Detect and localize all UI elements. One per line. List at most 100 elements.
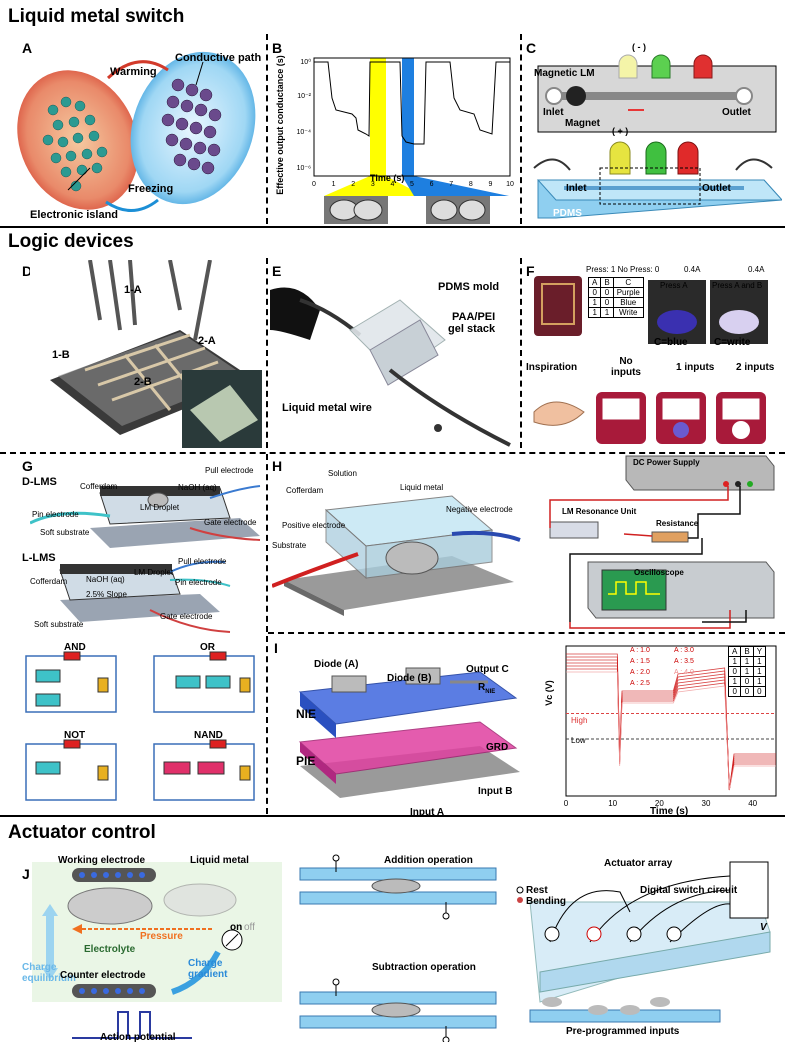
b-xlabel: Time (s): [370, 173, 405, 183]
leds-bottom: [609, 141, 699, 175]
g-cofferdam-1: Cofferdam: [80, 482, 118, 491]
g-gate-1: Gate electrode: [204, 518, 257, 527]
i-legend-2: A : 2.0: [630, 669, 650, 676]
j-subtraction: Subtraction operation: [372, 962, 476, 973]
conductance-trace: [314, 61, 510, 145]
panel-h-device: [272, 495, 521, 616]
svg-text:9: 9: [488, 181, 492, 188]
h-lm-resonance: LM Resonance Unit: [562, 507, 637, 516]
j-bending: Bending: [526, 896, 566, 907]
h-dc-power: DC Power Supply: [633, 458, 700, 467]
c-pdms-label: PDMS: [553, 208, 582, 219]
g-pin-1: Pin electrode: [32, 510, 79, 519]
f-devices-row: [596, 392, 766, 444]
panel-d-label: D: [22, 263, 33, 279]
f-press-a: Press A: [660, 281, 688, 290]
panel-a-label: A: [22, 40, 33, 56]
j-v: V: [760, 922, 767, 933]
f-1-inputs: 1 inputs: [676, 362, 715, 373]
panel-e-label: E: [272, 263, 282, 279]
panel-b-label: B: [272, 40, 283, 56]
f-press-ab: Press A and B: [712, 281, 763, 290]
g-pull-2: Pull electrode: [178, 557, 227, 566]
panel-c-label: C: [526, 40, 537, 56]
i-xtick: 10: [608, 799, 617, 808]
j-on: on: [230, 922, 243, 933]
i-input-b: Input B: [478, 786, 513, 797]
conductive-path-label: Conductive path: [175, 52, 262, 64]
f-c-blue: C=blue: [654, 337, 688, 348]
e-paa-label: PAA/PEI: [452, 311, 496, 323]
b-ylabel: Effective output conductance (s): [274, 55, 285, 195]
g-llms-device: [59, 560, 231, 633]
svg-text:3: 3: [371, 181, 375, 188]
h-positive: Positive electrode: [282, 521, 346, 530]
i-legend-5: A : 3.5: [674, 658, 694, 665]
blue-wedge: [402, 176, 509, 196]
svg-text:2: 2: [351, 181, 355, 188]
magnetic-droplet: [566, 86, 586, 106]
svg-text:7: 7: [449, 181, 453, 188]
panel-h-circuit: [549, 455, 775, 629]
blue-band: [402, 58, 414, 176]
h-cofferdam: Cofferdam: [286, 486, 324, 495]
f-2-inputs: 2 inputs: [736, 362, 775, 373]
j-addition: Addition operation: [384, 855, 473, 866]
g-lm-droplet-1: LM Droplet: [140, 503, 180, 512]
panel-f-figure: [533, 276, 768, 444]
g-pull-1: Pull electrode: [205, 466, 254, 475]
panel-j-operations: [299, 854, 497, 1042]
g-logic-circuits: [25, 651, 255, 801]
j-working: Working electrode: [58, 855, 146, 866]
j-action: Action potential: [100, 1032, 176, 1043]
i-legend-3: A : 2.5: [630, 680, 650, 687]
i-input-a: Input A: [410, 807, 445, 818]
svg-text:4: 4: [390, 181, 394, 188]
i-output-c: Output C: [466, 664, 509, 675]
g-soft-1: Soft substrate: [40, 528, 90, 537]
i-chart-frame: [565, 645, 777, 797]
e-pdms-mold-label: PDMS mold: [438, 281, 500, 293]
i-high: High: [571, 716, 588, 725]
g-pin-2: Pin electrode: [175, 578, 222, 587]
panel-i-label: I: [274, 640, 278, 656]
i-ylabel: Vc (V): [543, 680, 554, 706]
c-inlet-label: Inlet: [566, 183, 587, 194]
i-trace-6: [566, 671, 776, 791]
f-press-label: Press: 1 No Press: 0: [586, 265, 660, 274]
svg-text:10⁰: 10⁰: [300, 58, 311, 66]
svg-text:8: 8: [469, 181, 473, 188]
g-nand-title: NAND: [194, 730, 223, 741]
h-substrate: Substrate: [272, 541, 307, 550]
j-off: off: [244, 922, 255, 933]
divider-e-f: [520, 258, 522, 448]
warming-label: Warming: [110, 66, 157, 78]
h-oscilloscope: Oscilloscope: [634, 568, 684, 577]
panel-h-label: H: [272, 458, 283, 474]
j-charge-eq: Charge equilibrium: [22, 962, 76, 984]
svg-text:1: 1: [332, 181, 336, 188]
h-negative: Negative electrode: [446, 505, 513, 514]
j-digital: Digital switch circuit: [640, 885, 738, 896]
i-r-label: RNIE: [478, 682, 496, 695]
actuator-numbers: [544, 926, 682, 942]
d-2a-label: 2-A: [198, 335, 216, 347]
g-dlms-title: D-LMS: [22, 476, 57, 488]
c-minus-label: ( - ): [632, 42, 646, 52]
leds-top: [618, 54, 713, 79]
i-xtick: 0: [564, 799, 569, 808]
section-divider-1: [0, 226, 785, 228]
j-counter: Counter electrode: [60, 970, 146, 981]
divider-row2-row3: [0, 452, 785, 454]
svg-text:5: 5: [410, 181, 414, 188]
i-diode-a: Diode (A): [314, 659, 359, 670]
g-gate-2: Gate electrode: [160, 612, 213, 621]
i-xtick: 20: [655, 799, 664, 808]
i-xtick: 30: [702, 799, 711, 808]
i-xlabel: Time (s): [650, 806, 689, 817]
e-gel-label: gel stack: [448, 323, 496, 335]
section-divider-2: [0, 815, 785, 817]
